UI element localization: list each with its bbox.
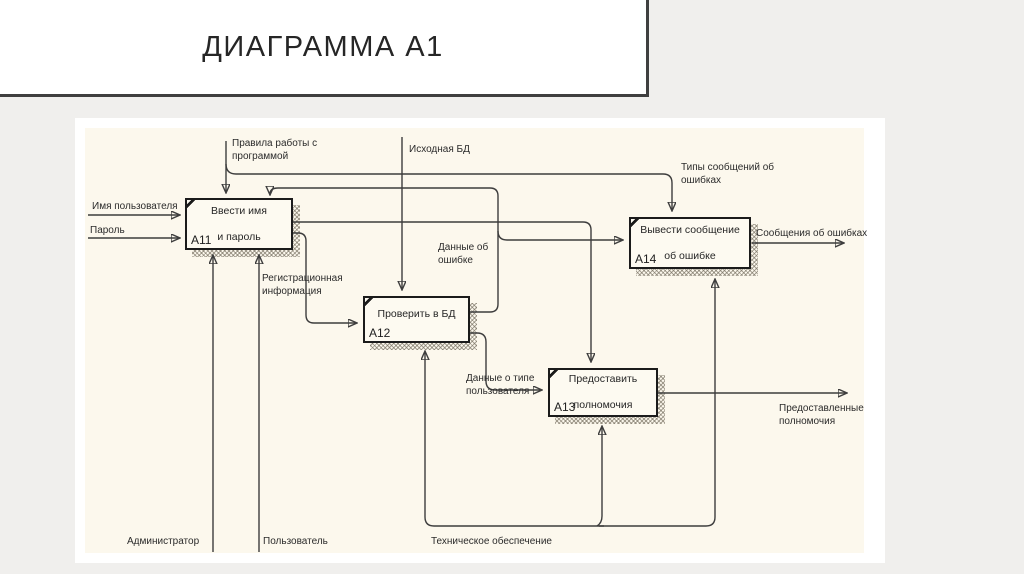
- arrow-tech-to-a12: [425, 352, 604, 527]
- arrow-tech-to-a13: [596, 427, 602, 527]
- a14-title-line1: Вывести сообщение: [640, 224, 740, 236]
- arrow-errordata-feedback-to-a11: [270, 188, 499, 313]
- label-rules: Правила работы с программой: [232, 138, 318, 162]
- arrow-errordata-to-a14: [497, 230, 622, 240]
- label-user: Пользователь: [263, 536, 328, 547]
- label-error-types: Типы сообщений об ошибках: [681, 162, 775, 186]
- a11-id: А11: [191, 233, 212, 247]
- label-username: Имя пользователя: [92, 201, 178, 212]
- label-error-data: Данные об ошибке: [438, 242, 489, 266]
- arrow-tech-to-a14: [599, 280, 715, 527]
- a14-title-line2: об ошибке: [664, 250, 716, 262]
- arrow-a11-to-a13-top: [293, 221, 591, 361]
- a12-id: А12: [369, 326, 391, 340]
- a13-title-line2: полномочия: [573, 399, 633, 411]
- label-granted-permissions: Предоставленные полномочия: [779, 403, 864, 427]
- label-administrator: Администратор: [127, 536, 200, 547]
- label-tech-support: Техническое обеспечение: [431, 536, 552, 547]
- arrow-reginfo-a11-to-a12: [293, 232, 356, 323]
- activity-box-a14: Вывести сообщение об ошибке А14: [629, 217, 751, 269]
- label-usertype-data: Данные о типе пользователя: [466, 373, 535, 397]
- activity-box-a11: Ввести имя и пароль А11: [185, 198, 293, 250]
- a11-title-line1: Ввести имя: [211, 205, 267, 217]
- label-error-messages: Сообщения об ошибках: [756, 228, 868, 239]
- activity-box-a12: Проверить в БД А12: [363, 296, 470, 343]
- a13-id: А13: [554, 400, 576, 414]
- arrow-errortypes-to-a14: [225, 163, 672, 210]
- a13-title-line1: Предоставить: [568, 373, 638, 385]
- a14-id: А14: [635, 252, 657, 266]
- label-source-db: Исходная БД: [409, 144, 470, 155]
- label-registration-info: Регистрационная информация: [262, 273, 343, 297]
- slide-title-block: ДИАГРАММА А1: [0, 0, 649, 97]
- a12-title-line1: Проверить в БД: [377, 308, 456, 320]
- a11-title-line2: и пароль: [217, 231, 261, 243]
- connector-lines: [88, 137, 846, 552]
- arrow-usertype-a12-to-a13: [470, 332, 541, 390]
- label-password: Пароль: [90, 225, 125, 236]
- activity-box-a13: Предоставить полномочия А13: [548, 368, 658, 417]
- page-title: ДИАГРАММА А1: [202, 30, 444, 63]
